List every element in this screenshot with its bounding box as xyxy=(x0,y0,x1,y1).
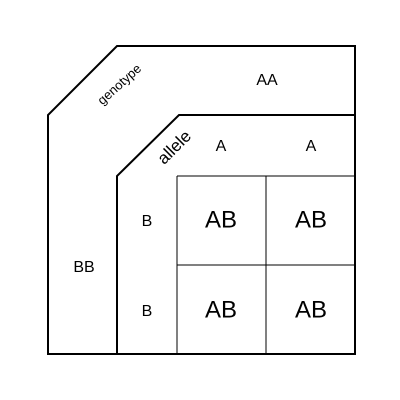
top-allele-2: A xyxy=(306,138,317,155)
offspring-cell-1-1: AB xyxy=(205,206,237,233)
left-allele-2: B xyxy=(142,303,153,320)
offspring-cell-2-2: AB xyxy=(295,296,327,323)
top-parent-genotype: AA xyxy=(256,72,278,89)
top-allele-1: A xyxy=(216,138,227,155)
genotype-corner-label: genotype xyxy=(94,61,144,108)
outer-frame xyxy=(47,45,356,355)
offspring-cell-2-1: AB xyxy=(205,296,237,323)
left-parent-genotype: BB xyxy=(73,259,94,276)
left-allele-1: B xyxy=(142,213,153,230)
punnett-grid xyxy=(176,175,355,354)
inner-frame xyxy=(116,114,355,354)
offspring-cell-1-2: AB xyxy=(295,206,327,233)
